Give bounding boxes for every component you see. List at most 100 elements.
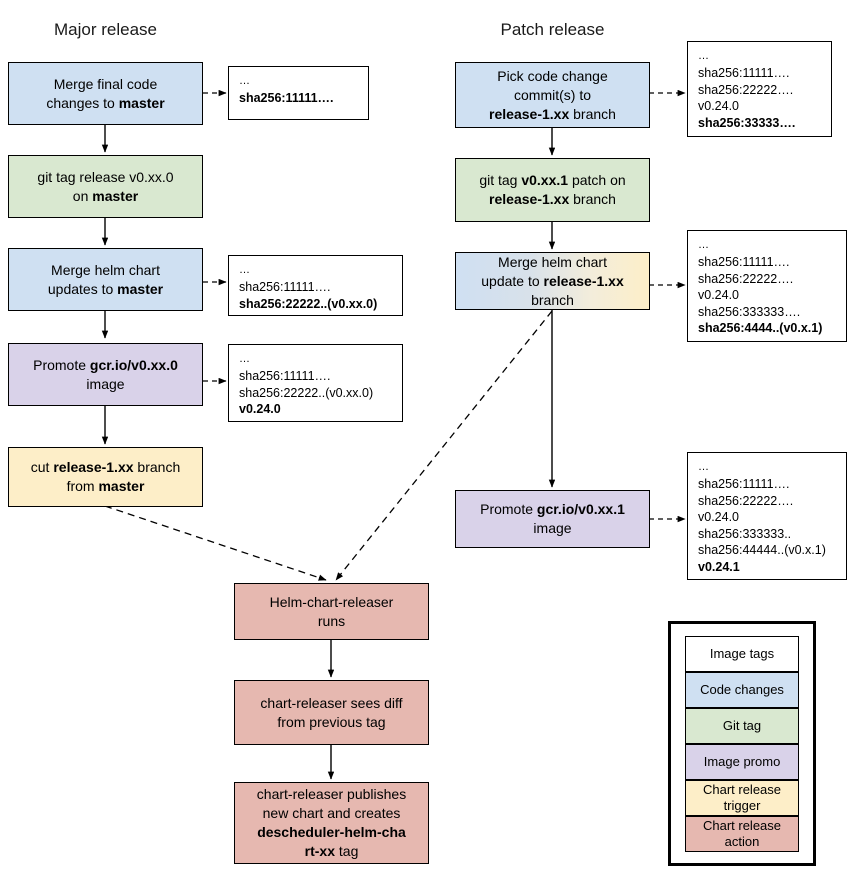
node-line: Promote [480,501,537,517]
column-title-major: Major release [54,20,157,39]
node-line: Promote [33,356,90,373]
column-title-patch: Patch release [500,20,605,39]
legend-item-image-tags: Image tags [685,636,799,672]
node-git-tag-patch[interactable]: git tag v0.xx.1 patch on release-1.xx br… [455,158,650,222]
node-emphasis: release-1.xx [489,105,570,122]
node-emphasis: master [98,478,145,494]
tagbox-after-pick-commits: … sha256:11111…. sha256:22222…. v0.24.0 sha2… [687,41,832,137]
tagbox-line: … [698,239,711,251]
node-line: image [533,520,572,536]
tagbox-line: sha256:11111…. [698,255,790,269]
node-emphasis: release-1.xx [489,191,570,207]
node-line: Helm-chart-releaser [269,593,394,610]
tagbox-line: sha256:22222…. [698,493,794,508]
tagbox-line: v0.24.0 [698,99,740,113]
tagbox-line: v0.24.0 [698,510,740,524]
node-line: Pick code change [497,67,608,84]
tagbox-line: sha256:11111…. [698,477,790,491]
node-line: changes to [46,94,119,111]
tagbox-line: sha256:11111…. [239,369,331,383]
tagbox-line: v0.24.0 [239,402,281,416]
node-line: branch [531,291,574,308]
legend-item-image-promo: Image promo [685,744,799,780]
tagbox-line: sha256:44444..(v0.x.1) [698,543,826,557]
node-line: chart-releaser sees diff [260,694,403,711]
node-line: from [66,478,99,494]
node-emphasis: master [117,280,164,297]
legend-item-code-changes: Code changes [685,672,799,708]
node-emphasis: master [118,94,165,111]
tagbox-line: sha256:11111…. [239,91,334,105]
node-merge-helm-chart-release-branch[interactable]: Merge helm chart update to release-1.xx … [455,252,650,310]
tagbox-line: … [239,264,252,276]
legend-item-label: Git tag [722,718,762,733]
node-line: Merge helm chart [498,253,607,270]
tagbox-line: … [698,50,711,62]
node-emphasis: descheduler-helm-cha [257,824,406,840]
tagbox-line: sha256:22222..(v0.xx.0) [239,385,374,400]
tagbox-line: sha256:22222…. [698,82,794,97]
legend-item-git-tag: Git tag [685,708,799,744]
tagbox-line: sha256:11111…. [239,280,331,294]
tagbox-line: sha256:4444..(v0.x.1) [698,321,823,335]
node-line: branch [133,459,181,475]
node-cut-release-branch[interactable]: cut release-1.xx branch from master [8,447,203,507]
node-line: on [72,187,93,204]
node-line: patch on [568,172,626,188]
node-merge-final-code[interactable]: Merge final code changes to master [8,62,203,125]
tagbox-after-merge-final-code: … sha256:11111…. [228,66,369,120]
node-pick-code-change-commits[interactable]: Pick code change commit(s) to release-1.… [455,62,650,128]
legend-item-label: Image promo [703,754,781,769]
node-emphasis: gcr.io/v0.xx.0 [89,356,178,373]
legend-item-label: Chart release trigger [702,782,782,813]
node-chart-releaser-sees-diff[interactable]: chart-releaser sees diff from previous t… [234,680,429,745]
legend-item-chart-release-trigger: Chart release trigger [685,780,799,816]
node-line: from previous tag [277,713,386,730]
node-promote-image-major[interactable]: Promote gcr.io/v0.xx.0 image [8,343,203,406]
node-line: git tag [479,172,522,188]
tagbox-line: v0.24.1 [698,559,740,574]
node-chart-releaser-publishes[interactable]: chart-releaser publishes new chart and c… [234,782,429,864]
node-line: updates to [47,280,118,297]
node-line: image [86,375,125,392]
tagbox-line: sha256:333333.. [698,526,792,541]
tagbox-after-merge-helm-release: … sha256:11111…. sha256:22222…. v0.24.0 sha2… [687,230,847,342]
node-emphasis: v0.xx.1 [521,172,569,188]
node-promote-image-patch[interactable]: Promote gcr.io/v0.xx.1 image [455,490,650,548]
node-emphasis: release-1.xx [53,459,134,475]
tagbox-line: sha256:33333…. [698,115,796,130]
legend-item-label: Chart release action [702,818,782,849]
tagbox-after-merge-helm-master: …sha256:11111….sha256:22222..(v0.xx.0) [228,255,403,316]
tagbox-line: sha256:333333…. [698,304,801,319]
tagbox-line: … [239,353,252,365]
tagbox-after-promote-patch: … sha256:11111…. sha256:22222…. v0.24.0 sha2… [687,452,847,580]
node-line: branch [569,105,616,122]
node-line: update to [481,272,544,289]
node-git-tag-release[interactable]: git tag release v0.xx.0 on master [8,155,203,218]
tagbox-line: v0.24.0 [698,288,740,302]
legend-item-chart-release-action: Chart release action [685,816,799,852]
node-line: chart-releaser publishes [256,786,407,802]
node-line: runs [317,612,346,629]
tagbox-line: sha256:11111…. [698,66,790,80]
node-merge-helm-chart-master[interactable]: Merge helm chart updates to master [8,248,203,311]
tagbox-line: … [239,75,252,87]
node-line: cut [30,459,54,475]
legend-item-label: Code changes [700,682,784,697]
node-line: Merge helm chart [51,261,160,278]
tagbox-after-promote-major: … sha256:11111…. sha256:22222..(v0.xx.0) v0… [228,344,403,422]
node-line: new chart and creates [262,805,401,821]
node-line: git tag release v0.xx.0 [37,168,174,185]
node-emphasis: master [92,187,139,204]
legend-item-label: Image tags [709,646,775,661]
node-line: Merge final code [53,75,158,92]
node-line: branch [569,191,616,207]
tagbox-line: sha256:22222…. [698,271,794,286]
node-helm-chart-releaser-runs[interactable]: Helm-chart-releaser runs [234,583,429,640]
tagbox-line: … [698,461,711,473]
node-line: tag [335,843,359,859]
node-emphasis: release-1.xx [543,272,624,289]
